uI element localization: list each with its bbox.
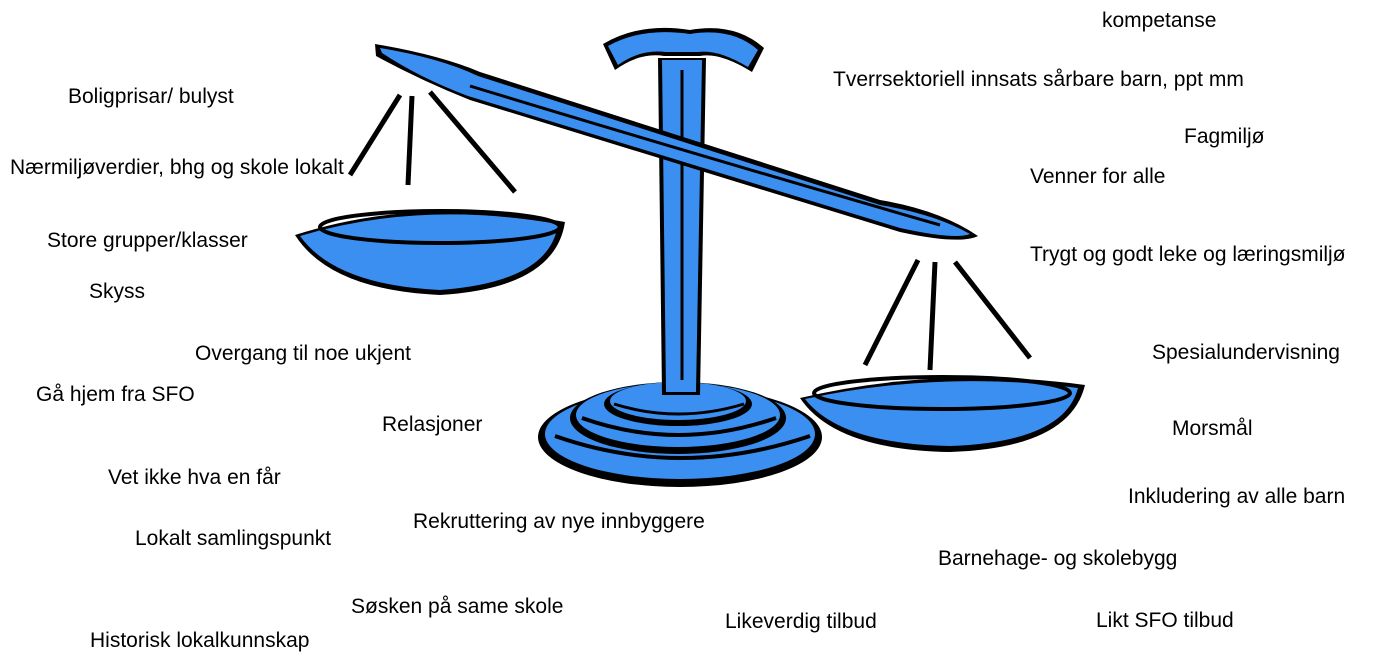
label-sosken: Søsken på same skole bbox=[351, 595, 564, 618]
label-inkludering: Inkludering av alle barn bbox=[1128, 485, 1346, 508]
left-pan-strings bbox=[347, 90, 517, 194]
scale-beam bbox=[375, 44, 978, 240]
label-overgang: Overgang til noe ukjent bbox=[195, 342, 411, 365]
right-pan bbox=[800, 375, 1085, 452]
label-rekruttering: Rekruttering av nye innbyggere bbox=[413, 510, 705, 533]
right-pan-strings bbox=[862, 258, 1032, 371]
label-barnehage: Barnehage- og skolebygg bbox=[938, 547, 1178, 570]
label-boligprisar: Boligprisar/ bulyst bbox=[68, 85, 234, 108]
label-tverrsektoriell: Tverrsektoriell innsats sårbare barn, pp… bbox=[833, 68, 1244, 91]
scale-base bbox=[538, 382, 822, 487]
label-skyss: Skyss bbox=[89, 280, 146, 303]
label-spesialundervisning: Spesialundervisning bbox=[1152, 341, 1340, 364]
scale-pillar bbox=[658, 58, 706, 395]
label-relasjoner: Relasjoner bbox=[382, 413, 483, 436]
label-ga-hjem-sfo: Gå hjem fra SFO bbox=[36, 383, 195, 406]
scale-top-crossbar bbox=[603, 27, 764, 72]
label-venner: Venner for alle bbox=[1030, 165, 1166, 188]
label-lokalt-samlingspunkt: Lokalt samlingspunkt bbox=[135, 527, 332, 550]
label-morsmal: Morsmål bbox=[1172, 417, 1253, 440]
label-store-grupper: Store grupper/klasser bbox=[47, 229, 248, 252]
label-likeverdig: Likeverdig tilbud bbox=[725, 610, 877, 633]
label-fagmiljo: Fagmiljø bbox=[1184, 125, 1265, 148]
label-naermiljoverdier: Nærmiljøverdier, bhg og skole lokalt bbox=[10, 156, 344, 179]
label-kompetanse: kompetanse bbox=[1102, 9, 1217, 32]
label-trygt: Trygt og godt leke og læringsmiljø bbox=[1030, 243, 1346, 266]
left-pan bbox=[295, 209, 565, 295]
label-historisk: Historisk lokalkunnskap bbox=[90, 629, 310, 652]
label-likt-sfo: Likt SFO tilbud bbox=[1096, 609, 1234, 632]
label-vet-ikke: Vet ikke hva en får bbox=[108, 466, 281, 489]
